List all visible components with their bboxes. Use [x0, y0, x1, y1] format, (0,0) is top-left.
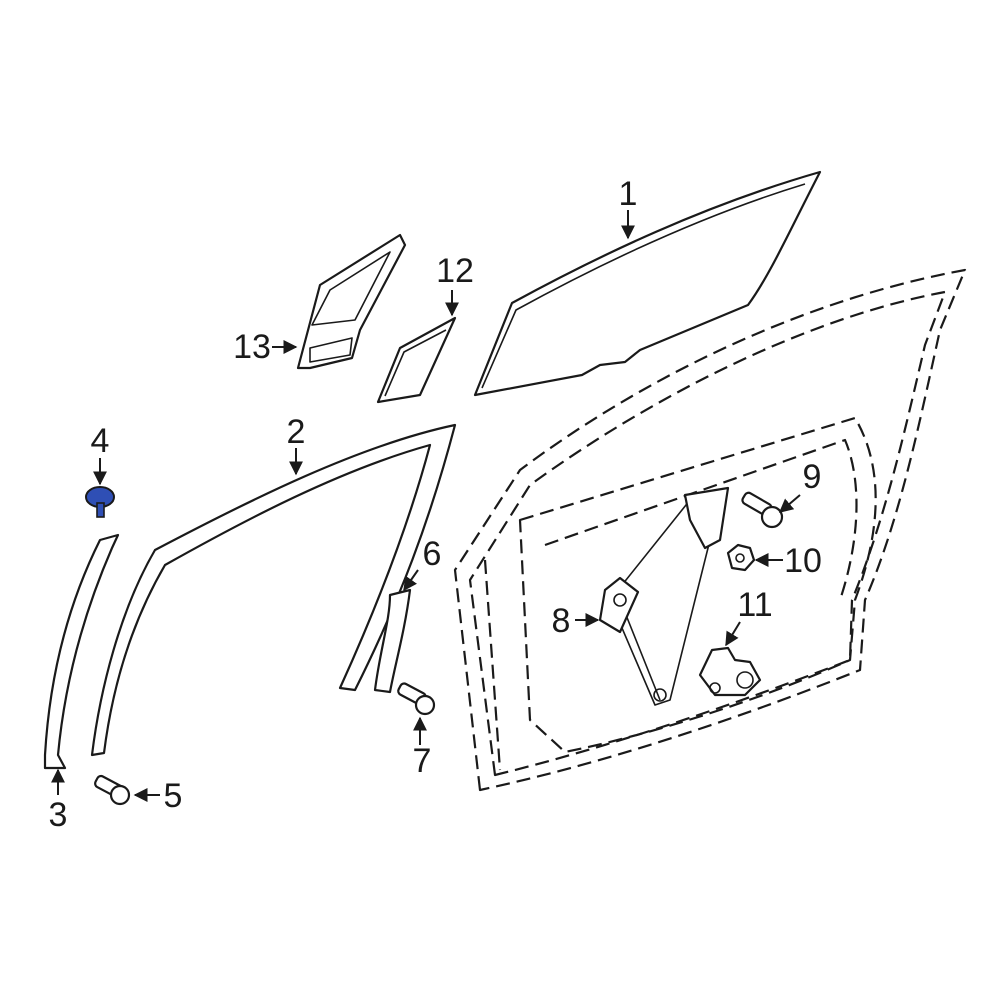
bolt-regulator-icon[interactable] [741, 491, 784, 529]
bolt-channel-icon[interactable] [397, 682, 436, 716]
nut-icon[interactable] [726, 543, 756, 572]
callout-10[interactable]: 10 [784, 542, 822, 580]
quarter-glass[interactable] [376, 316, 457, 404]
callout-9[interactable]: 9 [803, 458, 822, 496]
front-channel[interactable] [43, 533, 120, 770]
glass-run-channel[interactable] [90, 423, 457, 757]
callout-1[interactable]: 1 [619, 175, 638, 213]
leader-lines [51, 210, 801, 802]
callout-13[interactable]: 13 [233, 328, 271, 366]
callout-3[interactable]: 3 [49, 796, 68, 834]
corner-glass-assembly[interactable] [296, 233, 407, 370]
callout-8[interactable]: 8 [552, 602, 571, 640]
bolt-front-icon[interactable] [94, 774, 131, 806]
window-regulator[interactable] [598, 486, 730, 706]
callout-7[interactable]: 7 [413, 742, 432, 780]
door-shell [453, 268, 967, 792]
callout-4[interactable]: 4 [91, 422, 110, 460]
callout-12[interactable]: 12 [436, 252, 474, 290]
regulator-motor[interactable] [698, 646, 762, 697]
callout-2[interactable]: 2 [287, 413, 306, 451]
door-glass[interactable] [473, 170, 822, 397]
clip-icon[interactable] [85, 486, 115, 518]
callout-5[interactable]: 5 [164, 777, 183, 815]
callout-6[interactable]: 6 [423, 535, 442, 573]
callout-11[interactable]: 11 [737, 586, 772, 624]
